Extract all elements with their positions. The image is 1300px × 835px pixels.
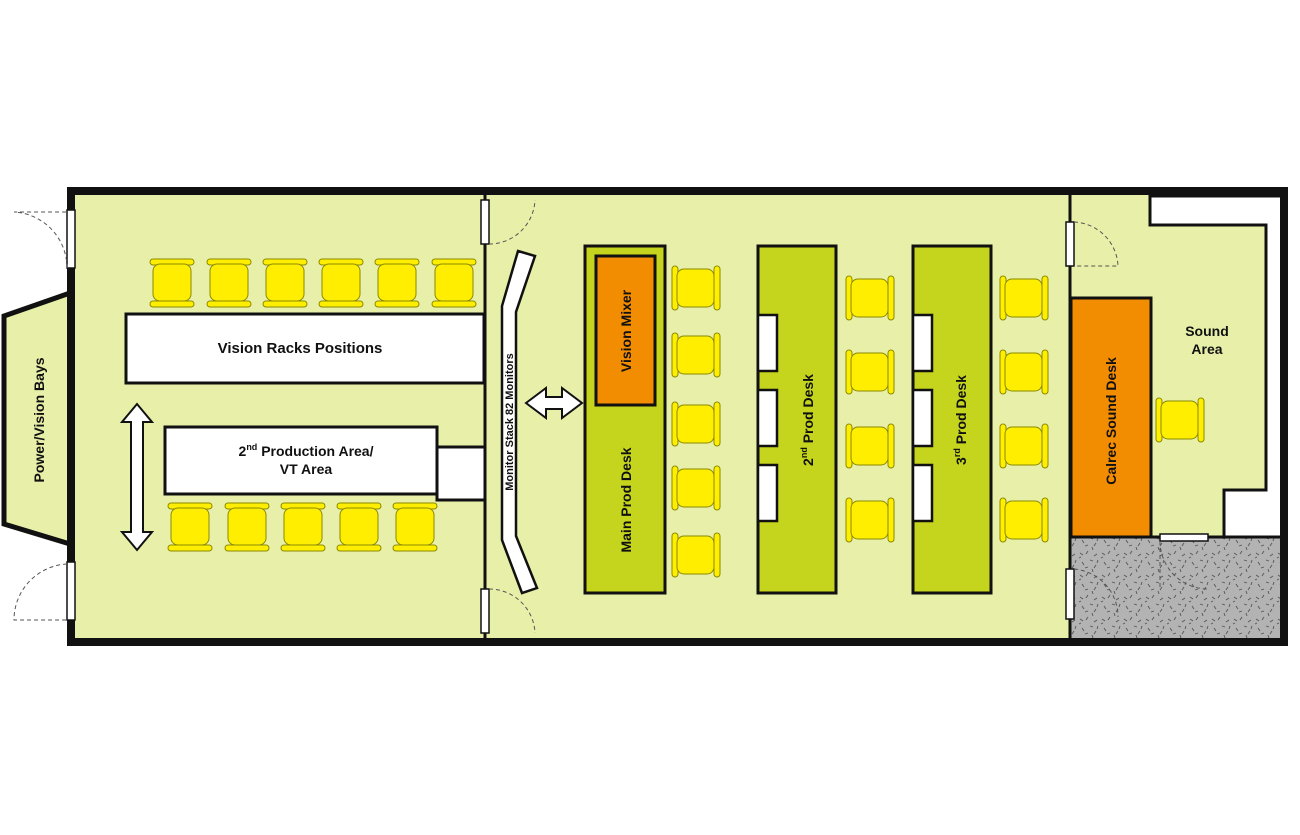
chair [845,497,895,543]
door-swing-partition-bottom [488,588,536,634]
vision-mixer [594,254,657,407]
vt-area-extension [435,445,487,502]
second-prod-desk-label: 2nd Prod Desk [799,374,816,466]
door-swing-left-bottom [13,563,68,621]
sound-area-label-line1: Sound [1185,323,1229,339]
door-partition-top [480,199,490,245]
chair [671,332,721,378]
chair [999,275,1049,321]
power-vision-bays-label: Power/Vision Bays [31,357,47,482]
chair [149,258,195,308]
chair [318,258,364,308]
chair [671,465,721,511]
door-store-top [1159,533,1209,542]
chair [206,258,252,308]
chair [431,258,477,308]
chair [845,423,895,469]
chair-sound-area [1155,397,1205,443]
main-prod-desk-label: Main Prod Desk [618,447,634,552]
chair [671,265,721,311]
vision-racks-label: Vision Racks Positions [218,340,383,357]
chair [280,502,326,552]
monitor-stack [500,249,539,595]
outer-wall [67,187,1288,646]
chair [845,349,895,395]
door-store-left [1065,568,1075,620]
desk-cutout [756,313,779,373]
third-prod-desk-label: 3rd Prod Desk [952,375,969,465]
chair [671,401,721,447]
door-sound-top [1065,221,1075,267]
chair [167,502,213,552]
door-swing-store-left [1073,568,1119,618]
desk-cutout [756,388,779,448]
door-left-bottom [66,561,76,621]
door-swing-partition-top [488,199,536,245]
sound-area-label-line2: Area [1191,341,1222,357]
chair [374,258,420,308]
storage-area [1071,537,1284,640]
door-left-top [66,209,76,269]
desk-cutout [911,388,934,448]
calrec-sound-desk [1069,296,1153,539]
double-arrow-horizontal [524,386,584,420]
door-swing-left-top [13,211,68,269]
chair [999,497,1049,543]
vision-racks [124,312,486,385]
chair [336,502,382,552]
desk-cutout [911,463,934,523]
vision-mixer-label: Vision Mixer [618,289,634,372]
chair [671,532,721,578]
calrec-sound-desk-label: Calrec Sound Desk [1103,357,1119,485]
chair [392,502,438,552]
chair [224,502,270,552]
chair [262,258,308,308]
desk-cutout [911,313,934,373]
vt-area-label: VT Area [280,461,333,477]
chair [999,349,1049,395]
double-arrow-vertical [119,402,155,552]
door-partition-bottom [480,588,490,634]
door-swing-sound-top [1073,221,1119,267]
monitor-stack-label: Monitor Stack 82 Monitors [504,353,516,491]
second-production-label: 2nd Production Area/ [239,442,374,459]
chair [845,275,895,321]
chair [999,423,1049,469]
door-swing-store-top [1159,540,1209,590]
desk-cutout [756,463,779,523]
